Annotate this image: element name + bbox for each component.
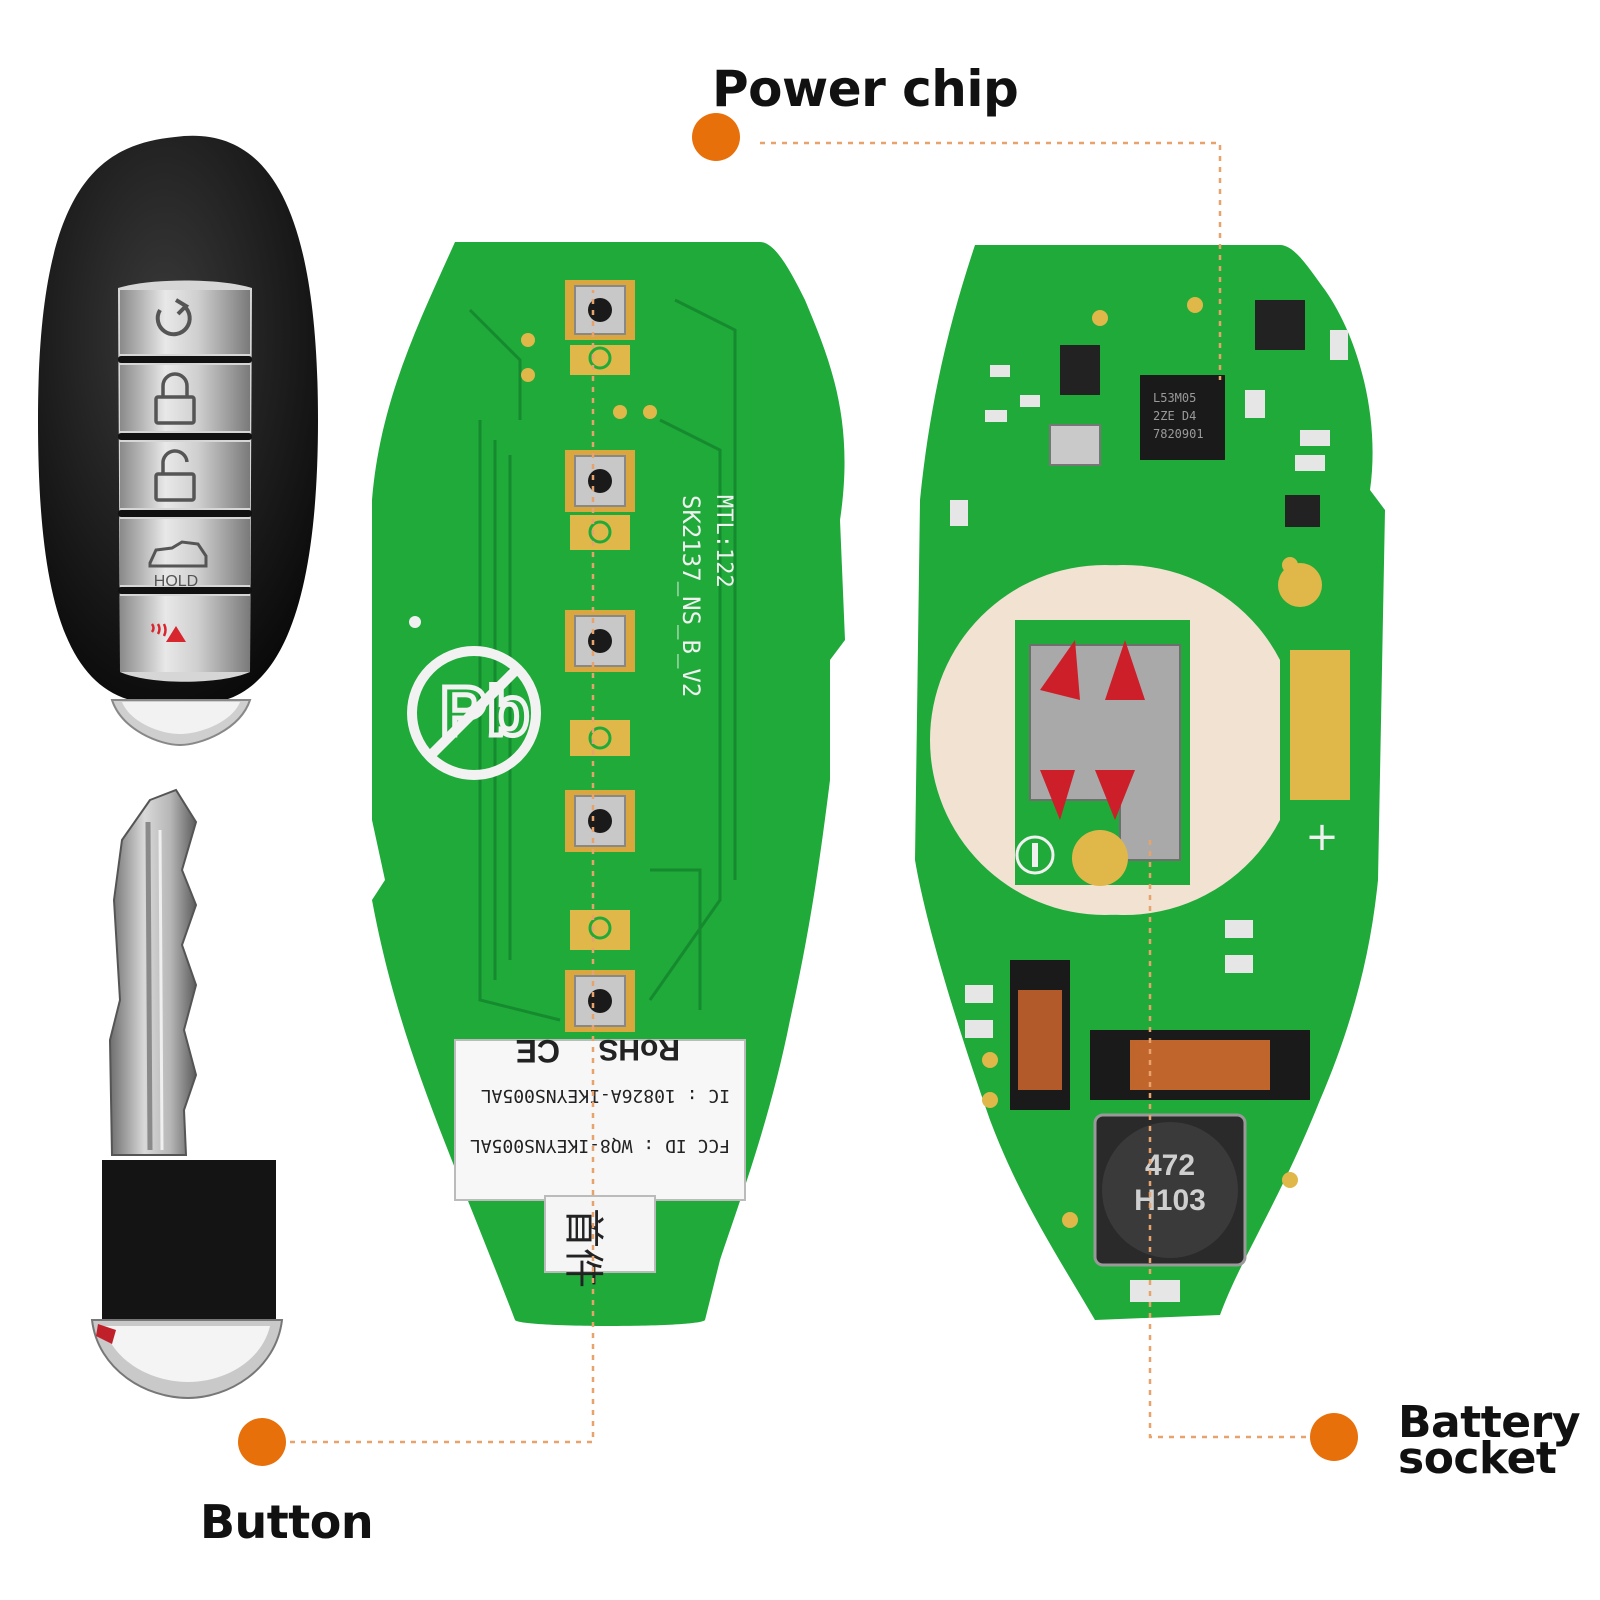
pcb-front: Pb SK2137_NS_B_V2 MTL:122 RoHS CE IC : 1… [372,242,845,1326]
certification-label: RoHS CE IC : 10826A-IKEYNS005AL FCC ID :… [454,1033,746,1288]
tactile-switch[interactable] [565,450,635,512]
pcb-back: L53M05 2ZE D4 7820901 + 472 [915,245,1385,1320]
button-callout-dot [238,1418,286,1466]
panic-button[interactable] [120,596,250,672]
mechanical-key [90,788,284,1400]
remote-start-button[interactable] [120,290,250,354]
battery-plus-marker: + [1305,814,1339,860]
first-article-sticker: 首件 [560,1208,606,1288]
button-leader [290,290,595,1444]
svg-text:Pb: Pb [440,672,529,750]
pcb-model-silkscreen: SK2137_NS_B_V2 [677,495,705,697]
unlock-icon [154,449,196,502]
trunk-icon: HOLD [148,540,208,590]
fcc-id: FCC ID : WQ8-IKEYNS005AL [470,1135,730,1156]
pcb-front-traces [468,298,737,1022]
battery-socket-callout-dot [1310,1413,1358,1461]
panic-icon [150,623,186,642]
ce-mark: CE [516,1033,560,1069]
tactile-switch[interactable] [565,280,635,340]
chip-text-line1: L53M05 [1153,391,1196,405]
inductor-text-line1: 472 [1145,1149,1195,1182]
key-head[interactable] [102,1160,276,1352]
power-chip[interactable]: L53M05 2ZE D4 7820901 [1153,391,1204,441]
lock-icon [154,372,196,425]
pcb-mtl-silkscreen: MTL:122 [711,495,736,588]
rohs-mark: RoHS [598,1033,680,1066]
fob-buttons [118,290,252,672]
tactile-switch[interactable] [565,790,635,852]
no-lead-symbol: Pb [407,646,541,780]
power-chip-label: Power chip [712,60,1019,118]
trunk-button[interactable] [120,519,250,585]
battery-socket-label-line1: Battery [1398,1397,1581,1448]
coil-components: 472 H103 [965,920,1310,1302]
ic-number: IC : 10826A-IKEYNS005AL [481,1085,730,1106]
tactile-switch[interactable] [565,610,635,672]
key-fob: HOLD [38,135,318,747]
power-chip-leader [760,141,1222,380]
button-label: Button [200,1495,374,1549]
callout-leaders [290,141,1320,1444]
power-chip-callout-dot [692,113,740,161]
remote-start-icon [155,298,192,337]
chip-text-line3: 7820901 [1153,427,1204,441]
tactile-switches [565,280,635,1032]
chip-text-line2: 2ZE D4 [1153,409,1196,423]
pcb-front-vias [409,333,657,628]
key-blade[interactable] [108,788,198,1156]
inductor-text-line2: H103 [1134,1184,1206,1217]
battery-socket-label: Battery socket [1398,1397,1581,1484]
tactile-switch[interactable] [565,970,635,1032]
battery-socket-leader [1148,840,1320,1439]
smd-components [950,297,1348,573]
battery-socket[interactable]: + [930,563,1350,915]
battery-socket-label-line2: socket [1398,1433,1557,1484]
hold-label: HOLD [154,573,198,590]
